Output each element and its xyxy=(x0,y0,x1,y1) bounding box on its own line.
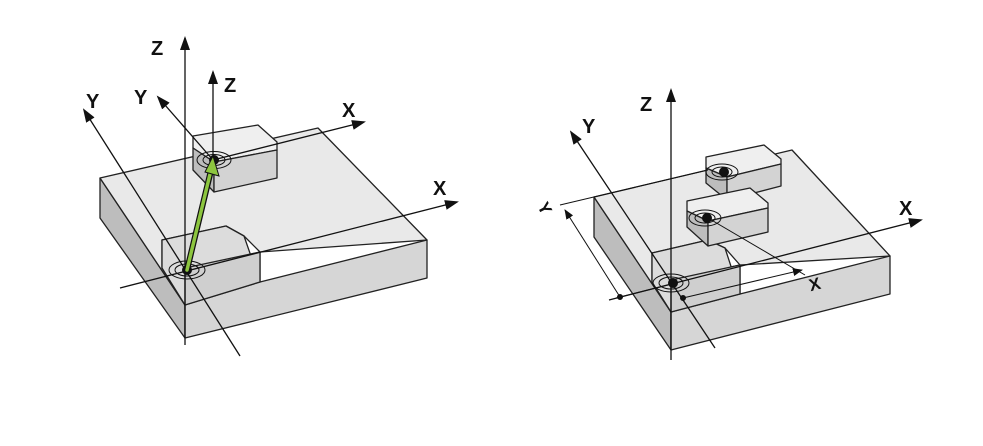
right-dim-y-label: Y xyxy=(533,199,555,219)
left-block-front xyxy=(213,149,278,193)
left-shifted-y-axis xyxy=(156,95,214,161)
right-datum-block1 xyxy=(705,163,739,181)
right-datum-origin xyxy=(652,273,690,293)
datum-shift-arrow xyxy=(184,154,220,273)
left-y-label: Y xyxy=(86,91,100,113)
left-workpiece xyxy=(99,124,428,339)
right-figure: Z Y X Y X xyxy=(533,88,923,360)
right-z-label: Z xyxy=(640,94,652,116)
left-shifted-axes xyxy=(156,70,366,161)
left-shifted-y-label: Y xyxy=(134,87,148,109)
dim-x-line xyxy=(682,268,803,299)
left-x-axis xyxy=(119,200,459,289)
right-y-axis xyxy=(569,130,716,349)
left-z-label: Z xyxy=(151,38,163,60)
left-shifted-x-label: X xyxy=(342,100,356,122)
right-workpiece xyxy=(593,144,891,351)
right-datum-block2 xyxy=(688,209,722,227)
right-y-label: Y xyxy=(582,116,596,138)
left-y-axis xyxy=(82,108,241,357)
dim-x-extension xyxy=(707,217,806,276)
dim-y-extension-a xyxy=(559,169,709,206)
dim-y-line xyxy=(564,209,621,298)
left-shifted-x-axis xyxy=(212,120,366,161)
left-figure: Z Y X Z Y X xyxy=(82,36,459,357)
right-block2-front xyxy=(707,207,769,247)
left-x-label: X xyxy=(433,178,447,200)
right-x-label: X xyxy=(899,198,913,220)
left-main-axes xyxy=(82,36,459,357)
right-dim-x-label: X xyxy=(807,274,823,295)
right-dimensions xyxy=(559,169,806,301)
dim-y-extension-b xyxy=(615,284,669,299)
left-shifted-z-label: Z xyxy=(224,75,236,97)
